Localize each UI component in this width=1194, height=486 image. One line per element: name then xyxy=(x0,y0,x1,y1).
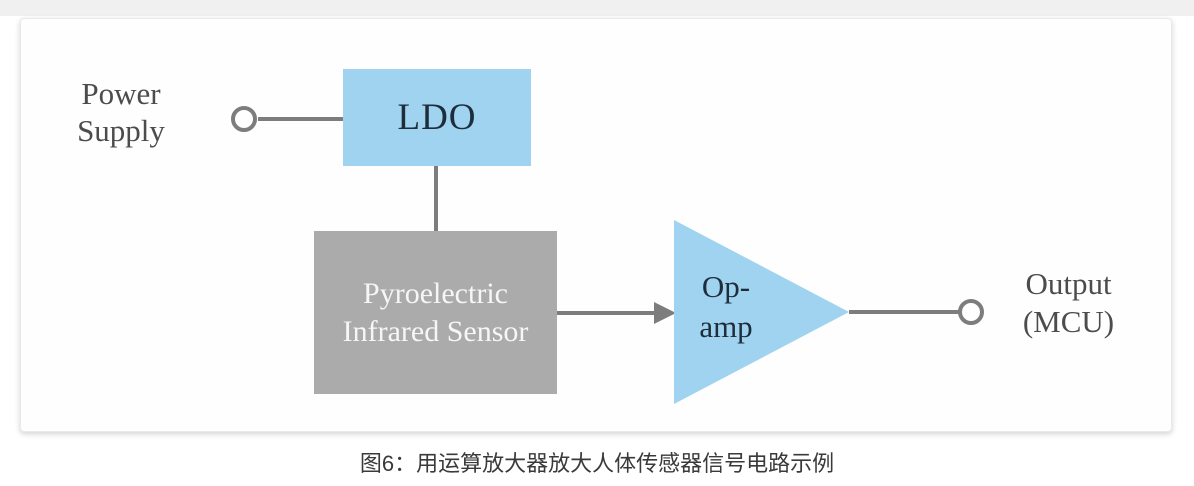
pyroelectric-sensor-block: Pyroelectric Infrared Sensor xyxy=(314,231,557,394)
figure-caption: 图6：用运算放大器放大人体传感器信号电路示例 xyxy=(359,451,835,476)
connector-wires xyxy=(231,106,984,404)
arrowhead-icon xyxy=(654,302,676,324)
opamp-triangle-icon xyxy=(674,220,849,404)
power-terminal-node-icon xyxy=(231,106,257,132)
pyroelectric-sensor-label: Pyroelectric Infrared Sensor xyxy=(342,276,529,348)
diagram-panel: Power Supply LDO Pyroelectric Infrared S… xyxy=(20,18,1172,432)
ldo-block: LDO xyxy=(343,69,531,166)
ldo-block-label: LDO xyxy=(397,97,477,138)
power-supply-label: Power Supply xyxy=(77,76,165,148)
output-terminal-node-icon xyxy=(958,299,984,325)
page-top-strip xyxy=(0,0,1194,16)
opamp-label: Op-amp xyxy=(699,269,753,344)
output-mcu-label: Output (MCU) xyxy=(1022,266,1115,339)
